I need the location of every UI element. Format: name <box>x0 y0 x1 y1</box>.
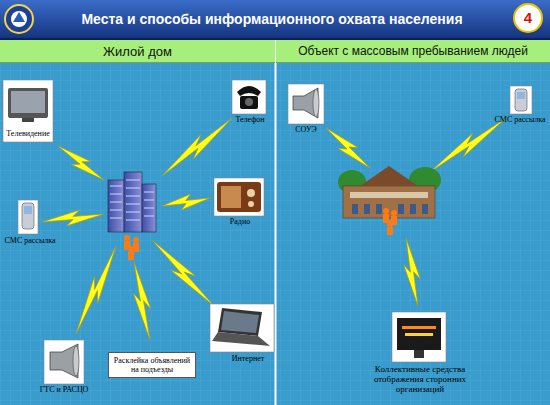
icon-caption: ГТС и РАСЦО <box>40 386 89 395</box>
page-number: 4 <box>519 8 537 28</box>
lightning-bolt <box>58 146 104 180</box>
icon-caption: СМС рассылка <box>494 116 545 125</box>
lightning-bolt <box>76 246 116 334</box>
lightning-bolt <box>162 194 210 210</box>
section-header: Объект с массовым пребыванием людей <box>276 40 550 63</box>
notice-text: Расклейка объявлений на подъезды <box>113 356 191 374</box>
radio-icon <box>214 178 264 216</box>
loudspeaker-icon <box>44 340 84 384</box>
icon-caption: СМС рассылка <box>4 237 55 246</box>
icon-caption: Интернет <box>232 355 264 364</box>
public-building <box>338 166 441 235</box>
lightning-bolt <box>404 238 421 306</box>
icon-caption: СОУЭ <box>295 126 317 135</box>
telephone-icon <box>232 80 266 114</box>
lightning-bolt <box>152 240 214 306</box>
icon-caption: Радио <box>230 218 250 227</box>
tv-icon <box>3 80 53 142</box>
display-screen-icon <box>392 312 446 362</box>
section-panel: Объект с массовым пребыванием людей <box>276 40 550 405</box>
lightning-bolt <box>162 118 232 176</box>
notice-box: Расклейка объявлений на подъезды <box>108 352 196 378</box>
section-header: Жилой дом <box>0 40 275 63</box>
emblem <box>5 5 33 33</box>
slide-title: Места и способы информационного охвата н… <box>42 0 502 38</box>
lightning-bolt <box>42 210 104 226</box>
mobile-phone-icon <box>18 200 38 234</box>
apartment-building <box>108 172 156 260</box>
lightning-bolt <box>326 128 370 168</box>
icon-caption: Коллективные средства отображения сторон… <box>361 365 479 395</box>
loudspeaker-icon <box>288 84 324 124</box>
laptop-icon <box>210 304 274 352</box>
icon-caption: Телевидение <box>6 130 49 139</box>
lightning-bolt <box>430 118 506 172</box>
lightning-bolt <box>133 262 151 340</box>
icon-caption: Телефон <box>235 116 264 125</box>
mobile-phone-icon <box>510 86 532 114</box>
page-number-badge <box>514 4 542 32</box>
